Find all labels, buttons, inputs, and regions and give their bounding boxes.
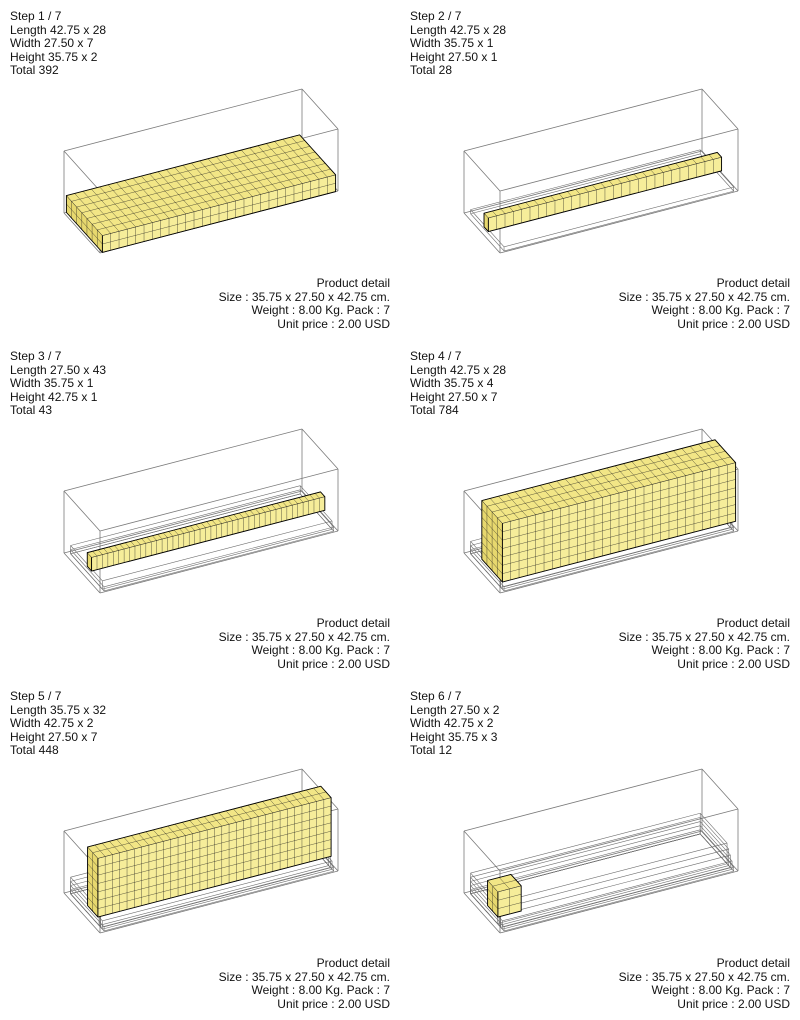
product-unit-price: Unit price : 2.00 USD bbox=[277, 996, 390, 1011]
cargo-block bbox=[487, 873, 522, 918]
product-detail-title: Product detail bbox=[716, 616, 790, 630]
height-line: Height 27.50 x 7 bbox=[10, 729, 98, 744]
product-size: Size : 35.75 x 27.50 x 42.75 cm. bbox=[618, 969, 790, 984]
total-line: Total 448 bbox=[10, 743, 59, 758]
cargo-end-face bbox=[87, 552, 92, 572]
container-drawing bbox=[63, 88, 339, 254]
cargo-block bbox=[483, 151, 723, 233]
container-drawing bbox=[463, 428, 739, 594]
width-line: Width 42.75 x 2 bbox=[10, 716, 94, 731]
total-line: Total 392 bbox=[10, 63, 59, 78]
product-size: Size : 35.75 x 27.50 x 42.75 cm. bbox=[618, 629, 790, 644]
width-line: Width 27.50 x 7 bbox=[10, 36, 94, 51]
product-size: Size : 35.75 x 27.50 x 42.75 cm. bbox=[618, 289, 790, 304]
width-line: Width 35.75 x 1 bbox=[410, 36, 494, 51]
placed-layer bbox=[70, 485, 333, 590]
total-line: Total 28 bbox=[410, 63, 453, 78]
height-line: Height 42.75 x 1 bbox=[10, 389, 98, 404]
cargo-grid bbox=[481, 439, 736, 583]
product-weight: Weight : 8.00 Kg. Pack : 7 bbox=[251, 643, 390, 658]
product-unit-price: Unit price : 2.00 USD bbox=[677, 316, 790, 331]
total-line: Total 43 bbox=[10, 403, 53, 418]
cargo-block bbox=[65, 134, 337, 253]
length-line: Length 27.50 x 2 bbox=[410, 702, 500, 717]
length-line: Length 42.75 x 28 bbox=[10, 22, 107, 37]
length-line: Length 27.50 x 43 bbox=[10, 362, 107, 377]
total-line: Total 784 bbox=[410, 403, 459, 418]
product-detail-title: Product detail bbox=[316, 616, 390, 630]
width-line: Width 35.75 x 4 bbox=[410, 376, 494, 391]
step-label: Step 6 / 7 bbox=[410, 689, 462, 703]
total-line: Total 12 bbox=[410, 743, 453, 758]
length-line: Length 42.75 x 28 bbox=[410, 22, 507, 37]
container-drawing bbox=[463, 768, 739, 934]
cargo-end-face bbox=[484, 213, 489, 232]
placed-layer bbox=[470, 149, 735, 252]
height-line: Height 27.50 x 1 bbox=[410, 49, 498, 64]
product-detail-title: Product detail bbox=[716, 956, 790, 970]
product-detail-title: Product detail bbox=[316, 276, 390, 290]
step-label: Step 3 / 7 bbox=[10, 349, 62, 363]
product-weight: Weight : 8.00 Kg. Pack : 7 bbox=[651, 303, 790, 318]
product-weight: Weight : 8.00 Kg. Pack : 7 bbox=[651, 983, 790, 998]
width-line: Width 42.75 x 2 bbox=[410, 716, 494, 731]
placed-layer bbox=[470, 812, 728, 924]
container-drawing bbox=[63, 428, 339, 594]
product-detail-title: Product detail bbox=[716, 276, 790, 290]
product-size: Size : 35.75 x 27.50 x 42.75 cm. bbox=[218, 969, 390, 984]
width-line: Width 35.75 x 1 bbox=[10, 376, 94, 391]
product-weight: Weight : 8.00 Kg. Pack : 7 bbox=[251, 303, 390, 318]
container-box bbox=[63, 428, 339, 594]
length-line: Length 35.75 x 32 bbox=[10, 702, 107, 717]
step-label: Step 5 / 7 bbox=[10, 689, 62, 703]
step-label: Step 1 / 7 bbox=[10, 9, 62, 23]
product-weight: Weight : 8.00 Kg. Pack : 7 bbox=[251, 983, 390, 998]
product-unit-price: Unit price : 2.00 USD bbox=[677, 656, 790, 671]
cargo-top-face bbox=[87, 491, 325, 558]
step-label: Step 2 / 7 bbox=[410, 9, 462, 23]
product-weight: Weight : 8.00 Kg. Pack : 7 bbox=[651, 643, 790, 658]
container-drawing bbox=[63, 768, 339, 934]
product-size: Size : 35.75 x 27.50 x 42.75 cm. bbox=[218, 629, 390, 644]
height-line: Height 35.75 x 2 bbox=[10, 49, 98, 64]
cargo-block bbox=[481, 439, 737, 583]
container-drawing bbox=[463, 88, 739, 254]
product-unit-price: Unit price : 2.00 USD bbox=[277, 316, 390, 331]
cargo-block bbox=[86, 491, 326, 572]
product-detail-title: Product detail bbox=[316, 956, 390, 970]
cargo-block bbox=[87, 785, 332, 918]
product-unit-price: Unit price : 2.00 USD bbox=[277, 656, 390, 671]
container-box bbox=[463, 88, 739, 254]
product-size: Size : 35.75 x 27.50 x 42.75 cm. bbox=[218, 289, 390, 304]
cargo-front-face bbox=[91, 496, 325, 572]
product-unit-price: Unit price : 2.00 USD bbox=[677, 996, 790, 1011]
step-label: Step 4 / 7 bbox=[410, 349, 462, 363]
height-line: Height 27.50 x 7 bbox=[410, 389, 498, 404]
height-line: Height 35.75 x 3 bbox=[410, 729, 498, 744]
length-line: Length 42.75 x 28 bbox=[410, 362, 507, 377]
